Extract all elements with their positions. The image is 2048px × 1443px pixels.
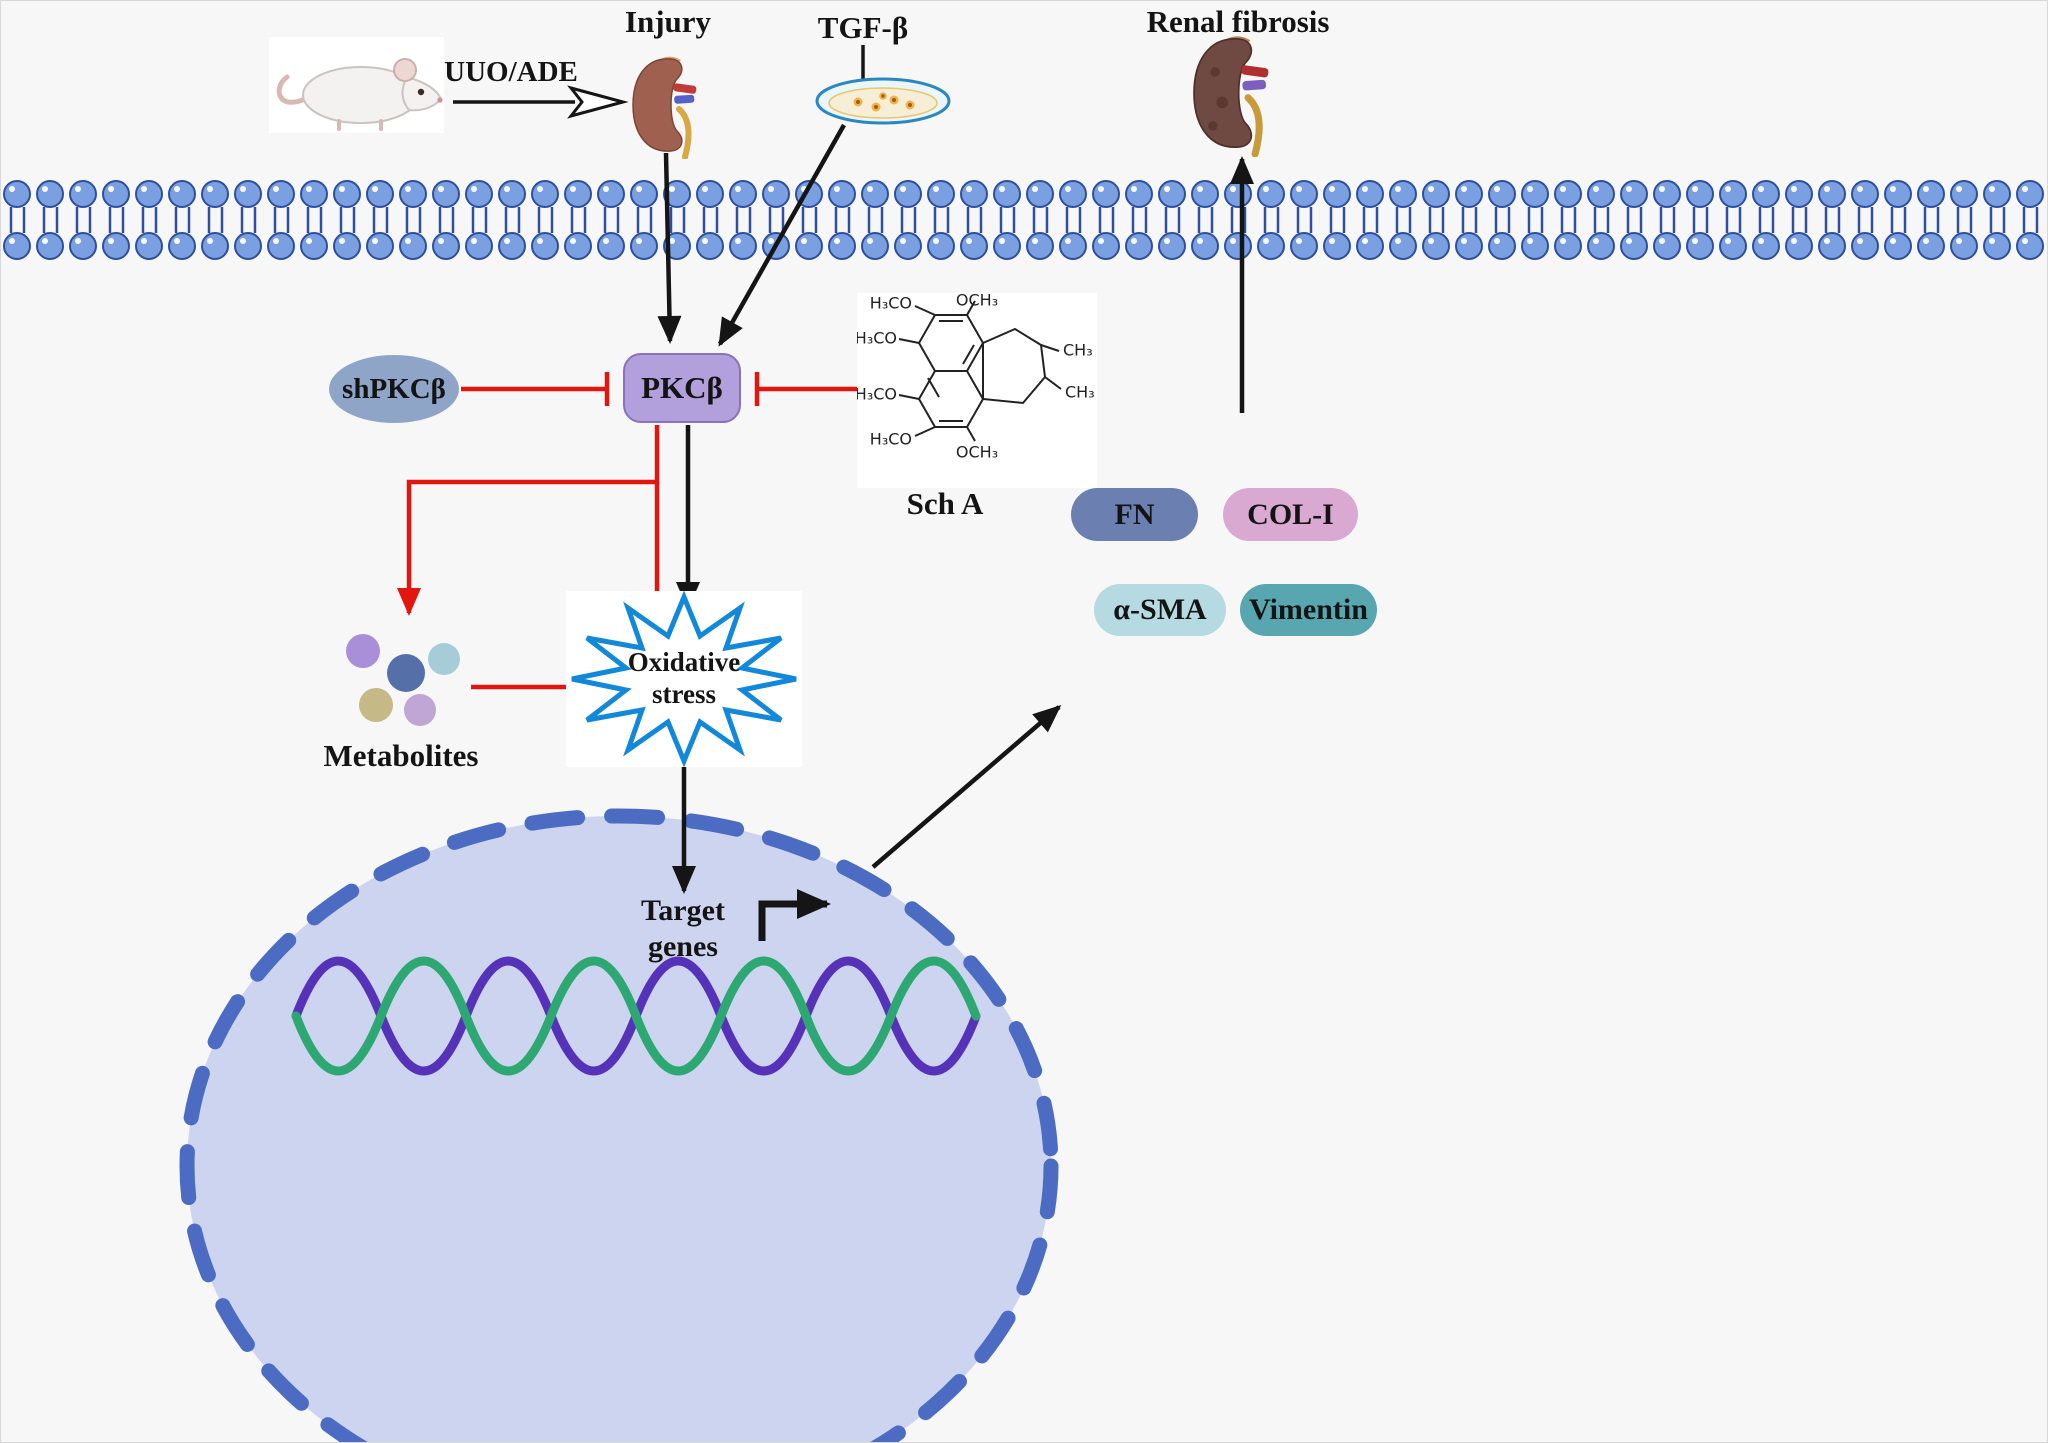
- oxidative-stress-line1: Oxidative: [627, 647, 741, 677]
- ring-skeleton: [898, 300, 1062, 442]
- cells: [853, 92, 915, 112]
- injury-label: Injury: [624, 4, 712, 39]
- chem-label-right-1: CH₃: [1063, 341, 1093, 360]
- target-genes-line2: genes: [647, 930, 718, 963]
- tgfb-to-pkcb-arrow: [718, 123, 846, 347]
- fn-badge: FN: [1071, 488, 1198, 541]
- oxidative-stress-star: [566, 591, 802, 767]
- cell-membrane: [1, 179, 2047, 261]
- injury-to-pkcb-arrow: [657, 152, 682, 344]
- dna-strand-green: [291, 956, 981, 1076]
- vimentin-badge: Vimentin: [1240, 584, 1377, 636]
- fibrotic-kidney-icon: [1193, 36, 1269, 157]
- pkcb-node: PKCβ: [623, 353, 741, 423]
- a-sma-badge: α-SMA: [1094, 584, 1226, 636]
- col-i-label: COL-I: [1247, 497, 1334, 531]
- uuo-ade-arrow: [453, 85, 629, 119]
- lipid-bilayer-band: [1, 179, 2047, 261]
- a-sma-label: α-SMA: [1113, 593, 1207, 626]
- shpkcb-node: shPKCβ: [329, 355, 459, 423]
- scha-inhibition: [754, 372, 857, 406]
- shpkcb-label: shPKCβ: [342, 372, 446, 405]
- rat-icon: [269, 37, 444, 133]
- chem-label-bottom: OCH₃: [956, 443, 998, 462]
- chem-label-left-3: H₃CO: [857, 385, 897, 404]
- vimentin-label: Vimentin: [1249, 593, 1368, 626]
- target-genes-label: Target genes: [641, 893, 725, 965]
- chem-label-left-2: H₃CO: [857, 329, 897, 348]
- renal-fibrosis-label: Renal fibrosis: [1146, 4, 1330, 39]
- metabolites-icon: [346, 634, 460, 726]
- injury-kidney-icon: [632, 56, 697, 159]
- fn-label: FN: [1114, 497, 1155, 531]
- nucleus-out-arrow: [871, 705, 1062, 869]
- sch-a-label: Sch A: [906, 486, 984, 521]
- oxidative-stress-line2: stress: [652, 679, 716, 710]
- pkcb-red-branch: [397, 425, 681, 616]
- transcription-arrow: [758, 889, 831, 941]
- chem-label-top: OCH₃: [956, 293, 998, 310]
- uuo-ade-label: UUO/ADE: [444, 56, 578, 88]
- pkcb-label: PKCβ: [641, 370, 723, 405]
- metabolites-inhibition: [471, 670, 575, 704]
- cell-culture-dish-icon: [815, 77, 951, 125]
- col-i-badge: COL-I: [1223, 488, 1358, 541]
- target-genes-line1: Target: [641, 894, 725, 927]
- oxidative-stress-label: Oxidative stress: [628, 646, 741, 711]
- tgf-beta-label: TGF-β: [817, 10, 909, 45]
- chem-label-right-2: CH₃: [1065, 383, 1095, 402]
- shpkcb-inhibition: [461, 372, 610, 406]
- chem-label-left-4: H₃CO: [870, 430, 912, 449]
- chem-label-left-1: H₃CO: [870, 294, 912, 313]
- metabolites-label: Metabolites: [323, 738, 479, 773]
- sch-a-structure: OCH₃ H₃CO H₃CO H₃CO H₃CO OCH₃ CH₃ CH₃: [857, 293, 1097, 488]
